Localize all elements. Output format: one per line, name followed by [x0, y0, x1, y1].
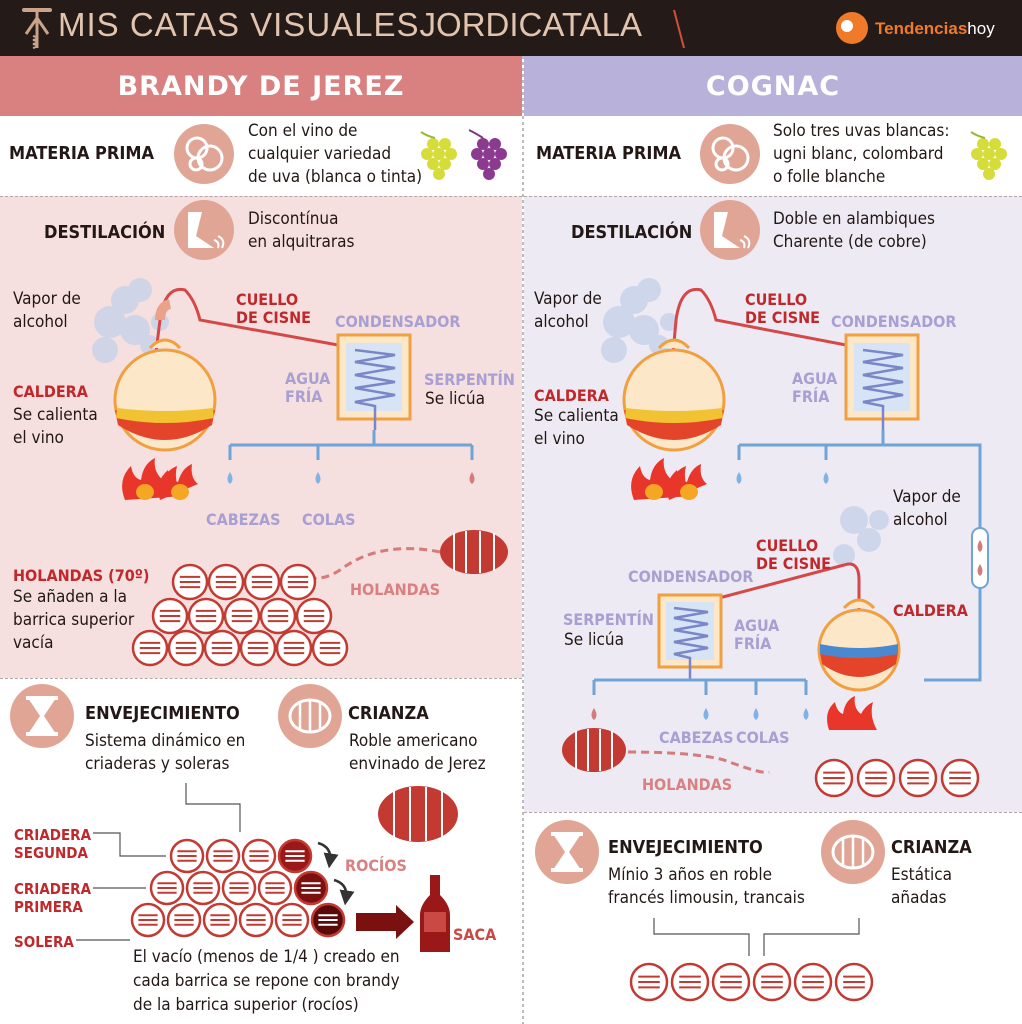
solera-label: SOLERA: [14, 933, 74, 951]
separator: [0, 196, 522, 197]
solera-diagram: [76, 783, 458, 952]
cognac-condensador2-label: CONDENSADOR: [628, 567, 754, 586]
cognac-serpentin-label: SERPENTÍN: [563, 610, 654, 629]
hourglass-icon: [535, 820, 599, 884]
nose-icon: [700, 200, 760, 260]
brandy-materia-label: MATERIA PRIMA: [9, 143, 155, 164]
column-divider: [522, 56, 524, 1024]
white-grapes-icon: [970, 131, 1007, 180]
cognac-destilacion-label: DESTILACIÓN: [571, 222, 693, 243]
tendencias-logo-text: Tendenciashoy: [875, 18, 995, 38]
cognac-caldera1-label: CALDERA: [534, 386, 609, 405]
tendencias-logo-icon: [836, 12, 868, 44]
cognac-colas-label: COLAS: [736, 728, 790, 747]
brandy-serpentin-label: SERPENTÍN: [424, 370, 515, 389]
tendencias-logo[interactable]: Tendenciashoy: [835, 10, 995, 46]
brandy-title: BRANDY DE JEREZ: [0, 56, 522, 116]
cognac-materia-text: Solo tres uvas blancas:ugni blanc, colom…: [773, 121, 950, 187]
grapes-icon: [420, 129, 507, 180]
barrel-icon: [821, 820, 885, 884]
brandy-crianza-label: CRIANZA: [348, 703, 429, 724]
corkscrew-icon: [22, 8, 52, 49]
saca-label: SACA: [453, 925, 497, 944]
brandy-envejecimiento-label: ENVEJECIMIENTO: [85, 703, 240, 724]
rings-icon: [700, 124, 760, 184]
header-title: MIS CATAS VISUALESJORDICATALA: [58, 6, 643, 43]
hourglass-icon: [10, 684, 74, 748]
header-author: JORDICATALA: [419, 6, 643, 43]
cognac-barrel-row: [629, 918, 874, 1002]
separator: [524, 196, 1022, 197]
brandy-caldera-label: CALDERA: [13, 382, 88, 401]
cognac-cabezas-label: CABEZAS: [659, 728, 734, 747]
cognac-condensador1-label: CONDENSADOR: [831, 312, 957, 331]
separator: [0, 678, 522, 679]
nose-icon: [174, 200, 234, 260]
brandy-cabezas-label: CABEZAS: [206, 510, 281, 529]
barrel-pile: [131, 563, 349, 667]
brandy-alembic-diagram: [92, 278, 508, 667]
brandy-holandas-label: HOLANDAS: [350, 580, 441, 599]
cognac-destilacion-panel: [524, 196, 1022, 812]
brandy-colas-label: COLAS: [302, 510, 356, 529]
cognac-caldera2-label: CALDERA: [893, 601, 968, 620]
cognac-se-licua: Se licúa: [564, 630, 624, 650]
cognac-alembic-diagram: [562, 278, 989, 798]
separator: [524, 812, 1022, 813]
brandy-destilacion-label: DESTILACIÓN: [44, 222, 166, 243]
cognac-envejecimiento-label: ENVEJECIMIENTO: [608, 837, 763, 858]
cognac-crianza-label: CRIANZA: [891, 837, 972, 858]
barrel-icon: [278, 684, 342, 748]
brandy-holandas-title: HOLANDAS (70º): [13, 566, 150, 585]
cognac-holandas-label: HOLANDAS: [642, 775, 733, 794]
cognac-materia-label: MATERIA PRIMA: [536, 143, 682, 164]
brandy-condensador-label: CONDENSADOR: [335, 312, 461, 331]
cognac-title: COGNAC: [524, 56, 1022, 116]
rings-icon: [174, 124, 234, 184]
slash-mark: [673, 9, 685, 49]
rocios-label: ROCÍOS: [345, 856, 407, 875]
brandy-se-licua: Se licúa: [425, 389, 485, 409]
